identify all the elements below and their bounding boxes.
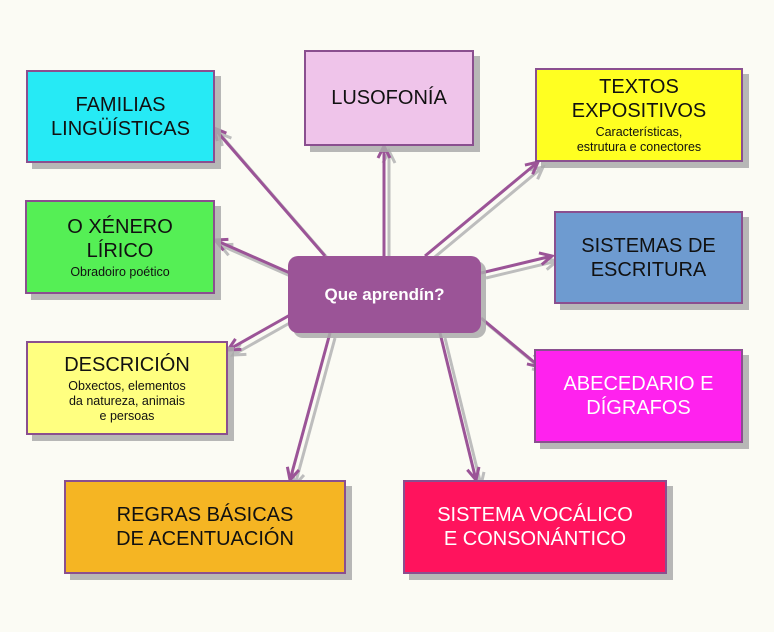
arrow-shadow-textos <box>429 164 546 263</box>
arrow-shadow-regras <box>290 337 337 489</box>
node-descricion: DESCRICIÓN Obxectos, elementos da nature… <box>26 341 228 435</box>
arrow-regras <box>285 332 332 484</box>
arrow-textos <box>424 159 541 258</box>
arrow-descricion <box>225 313 291 352</box>
node-title: DESCRICIÓN <box>64 353 190 376</box>
node-subtitle: Obxectos, elementos da natureza, animais… <box>68 378 186 423</box>
arrow-xenero <box>211 237 291 275</box>
node-title: ABECEDARIO E DÍGRAFOS <box>563 373 714 419</box>
arrow-abecedario <box>480 316 543 370</box>
node-title: SISTEMAS DE ESCRITURA <box>581 234 716 281</box>
node-title: SISTEMA VOCÁLICO E CONSONÁNTICO <box>437 504 633 550</box>
node-title: REGRAS BÁSICAS DE ACENTUACIÓN <box>116 504 294 550</box>
node-regras-basicas: REGRAS BÁSICAS DE ACENTUACIÓN <box>64 480 346 574</box>
arrow-shadow-xenero <box>216 242 296 280</box>
node-abecedario-e-digrafos: ABECEDARIO E DÍGRAFOS <box>534 349 743 443</box>
arrow-shadow-vocalico <box>443 337 486 489</box>
arrow-lusofonia <box>376 142 392 256</box>
central-node: Que aprendín? <box>288 256 481 333</box>
node-title: O XÉNERO LÍRICO <box>67 215 173 262</box>
node-title: LUSOFONÍA <box>331 87 447 109</box>
node-xenero-lirico: O XÉNERO LÍRICO Obradoiro poético <box>25 200 215 294</box>
node-title: TEXTOS EXPOSITIVOS <box>571 76 707 122</box>
node-textos-expositivos: TEXTOS EXPOSITIVOS Características, estr… <box>535 68 743 162</box>
node-subtitle: Obradoiro poético <box>70 264 170 279</box>
central-node-label: Que aprendín? <box>324 284 445 304</box>
node-subtitle: Características, estrutura e conectores <box>576 125 702 154</box>
node-title: FAMILIAS LINGÜÍSTICAS <box>51 93 190 140</box>
arrow-shadow-descricion <box>230 318 296 357</box>
arrow-sistemas <box>480 251 556 275</box>
node-sistema-vocalico: SISTEMA VOCÁLICO E CONSONÁNTICO <box>403 480 667 574</box>
node-lusofonia: LUSOFONÍA <box>304 50 474 146</box>
node-sistemas-de-escritura: SISTEMAS DE ESCRITURA <box>554 211 743 304</box>
node-familias-linguisticas: FAMILIAS LINGÜÍSTICAS <box>26 70 215 163</box>
arrow-familias <box>211 125 327 257</box>
